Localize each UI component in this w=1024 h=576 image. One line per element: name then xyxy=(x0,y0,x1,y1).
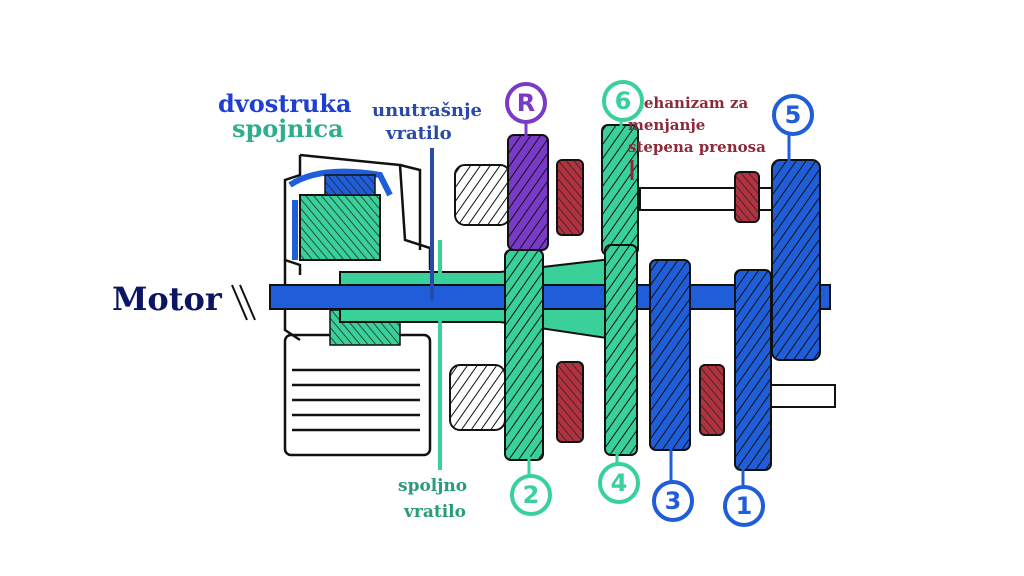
shift-mechanism-label-line2: menjanje xyxy=(628,116,706,134)
gear-3 xyxy=(649,259,691,451)
gear-2-marker: 2 xyxy=(510,474,552,516)
shift-mechanism-label-line3: stepena prenosa xyxy=(628,138,766,156)
motor-label: Motor xyxy=(112,280,222,318)
gear-6 xyxy=(601,124,639,256)
outer-shaft-label-line2: vratilo xyxy=(404,502,466,522)
outer-shaft-label-line1: spoljno xyxy=(398,476,468,496)
gear-4 xyxy=(604,244,638,456)
shift-mechanism-label-line1: mehanizam za xyxy=(628,94,749,112)
dual-clutch-label-line1: dvostruka xyxy=(218,89,352,118)
reverse-gear xyxy=(507,134,549,251)
dual-clutch xyxy=(288,168,401,346)
synchronizers xyxy=(556,159,760,443)
inner-shaft-label-line2: vratilo xyxy=(386,123,452,144)
dual-clutch-label-line2: spojnica xyxy=(232,114,344,143)
gear-6-marker: 6 xyxy=(602,80,644,122)
gear-2 xyxy=(504,249,544,461)
gear-5 xyxy=(771,159,821,361)
gear-5-marker: 5 xyxy=(772,94,814,136)
gear-1 xyxy=(734,269,772,471)
inner-shaft-label-line1: unutrašnje xyxy=(372,100,482,121)
gear-4-marker: 4 xyxy=(598,462,640,504)
reverse-gear-marker: R xyxy=(505,82,547,124)
gear-1-marker: 1 xyxy=(723,485,765,527)
gear-3-marker: 3 xyxy=(652,480,694,522)
